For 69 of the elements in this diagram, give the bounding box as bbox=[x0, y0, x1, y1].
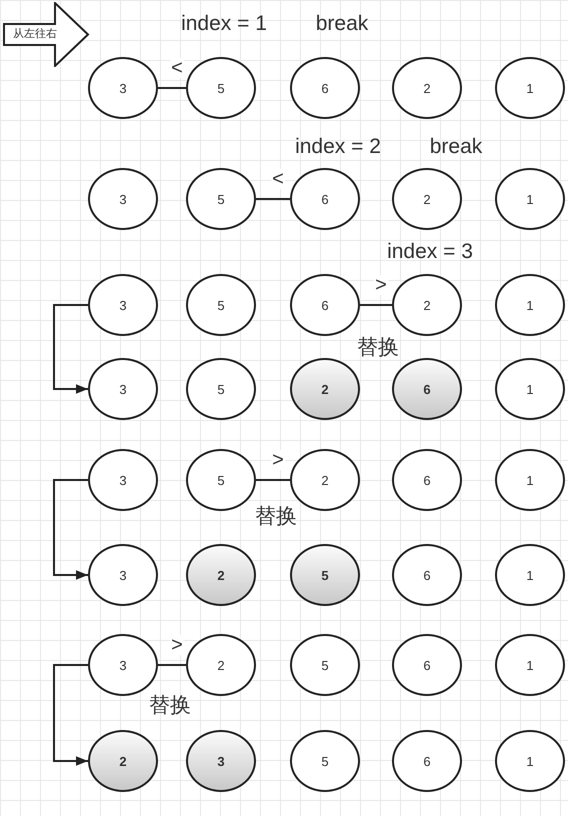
node-value: 2 bbox=[321, 472, 329, 488]
node-value: 1 bbox=[526, 80, 534, 96]
note-text: 替换 bbox=[255, 504, 297, 530]
node-value: 1 bbox=[526, 658, 534, 672]
node-value: 3 bbox=[119, 80, 127, 96]
node-value: 2 bbox=[217, 568, 225, 582]
node-value: 6 bbox=[321, 80, 329, 96]
connector-line bbox=[256, 198, 290, 200]
node-value: 5 bbox=[217, 298, 225, 312]
node-value: 6 bbox=[423, 382, 431, 396]
node-value: 5 bbox=[321, 658, 329, 672]
node-value: 1 bbox=[526, 754, 534, 768]
node-value: 6 bbox=[423, 754, 431, 768]
arrow bbox=[53, 664, 88, 766]
note-text: index = 2 bbox=[295, 135, 381, 159]
node-value: 6 bbox=[423, 472, 431, 488]
node-value: 5 bbox=[217, 472, 225, 488]
connector-line bbox=[158, 664, 186, 666]
note-text: index = 1 bbox=[181, 12, 267, 36]
ellipse-node bbox=[88, 57, 158, 119]
node-value: 2 bbox=[217, 658, 225, 672]
node-value: 3 bbox=[119, 472, 127, 488]
node-value: 3 bbox=[217, 754, 225, 768]
edge-label: < bbox=[271, 169, 285, 189]
node-value: 1 bbox=[526, 382, 534, 396]
node-value: 6 bbox=[321, 192, 329, 206]
note-text: break bbox=[316, 12, 368, 36]
node-value: 3 bbox=[119, 568, 127, 582]
connector-line bbox=[158, 87, 186, 89]
edge-label: > bbox=[271, 450, 285, 470]
ellipse-node bbox=[290, 57, 360, 119]
node-value: 2 bbox=[423, 80, 431, 96]
node-value: 1 bbox=[526, 568, 534, 582]
note-text: 替换 bbox=[149, 693, 191, 719]
ellipse-node bbox=[88, 358, 158, 420]
node-value: 1 bbox=[526, 298, 534, 312]
arrow-caption: 从左往右 bbox=[13, 27, 57, 42]
ellipse-node bbox=[392, 358, 462, 420]
node-value: 5 bbox=[321, 754, 329, 768]
note-text: break bbox=[430, 135, 482, 159]
node-value: 5 bbox=[217, 80, 225, 96]
node-value: 5 bbox=[321, 568, 329, 582]
node-value: 2 bbox=[321, 382, 329, 396]
edge-label: > bbox=[170, 635, 184, 655]
note-text: 替换 bbox=[357, 335, 399, 361]
arrow bbox=[53, 479, 88, 580]
node-value: 2 bbox=[423, 298, 431, 312]
node-value: 3 bbox=[119, 192, 127, 206]
node-value: 6 bbox=[321, 298, 329, 312]
ellipse-node bbox=[392, 57, 462, 119]
node-value: 1 bbox=[526, 472, 534, 488]
node-value: 5 bbox=[217, 382, 225, 396]
arrow bbox=[53, 304, 88, 394]
node-value: 6 bbox=[423, 658, 431, 672]
node-value: 5 bbox=[217, 192, 225, 206]
node-value: 3 bbox=[119, 382, 127, 396]
ellipse-node bbox=[290, 358, 360, 420]
node-value: 3 bbox=[119, 298, 127, 312]
node-value: 2 bbox=[119, 754, 127, 768]
connector-line bbox=[256, 479, 290, 481]
note-text: index = 3 bbox=[387, 240, 473, 264]
edge-label: > bbox=[374, 275, 388, 295]
connector-line bbox=[360, 304, 392, 306]
node-value: 3 bbox=[119, 658, 127, 672]
node-value: 6 bbox=[423, 568, 431, 582]
block-arrow bbox=[3, 2, 90, 67]
node-value: 2 bbox=[423, 192, 431, 206]
node-value: 1 bbox=[526, 192, 534, 206]
edge-label: < bbox=[170, 58, 184, 78]
